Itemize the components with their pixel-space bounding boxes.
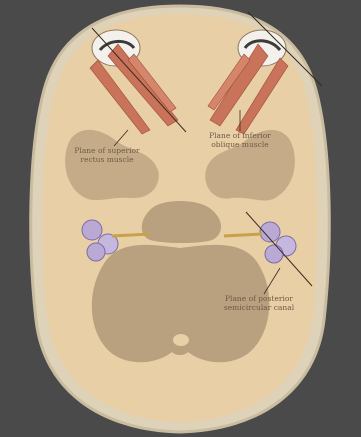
label-superior-rectus-plane: Plane of superior rectus muscle [72, 146, 142, 164]
label-posterior-canal-plane: Plane of posterior semicircular canal [218, 294, 300, 312]
label-inferior-oblique-plane: Plane of inferior oblique muscle [202, 131, 278, 149]
foramen-magnum [173, 334, 189, 346]
